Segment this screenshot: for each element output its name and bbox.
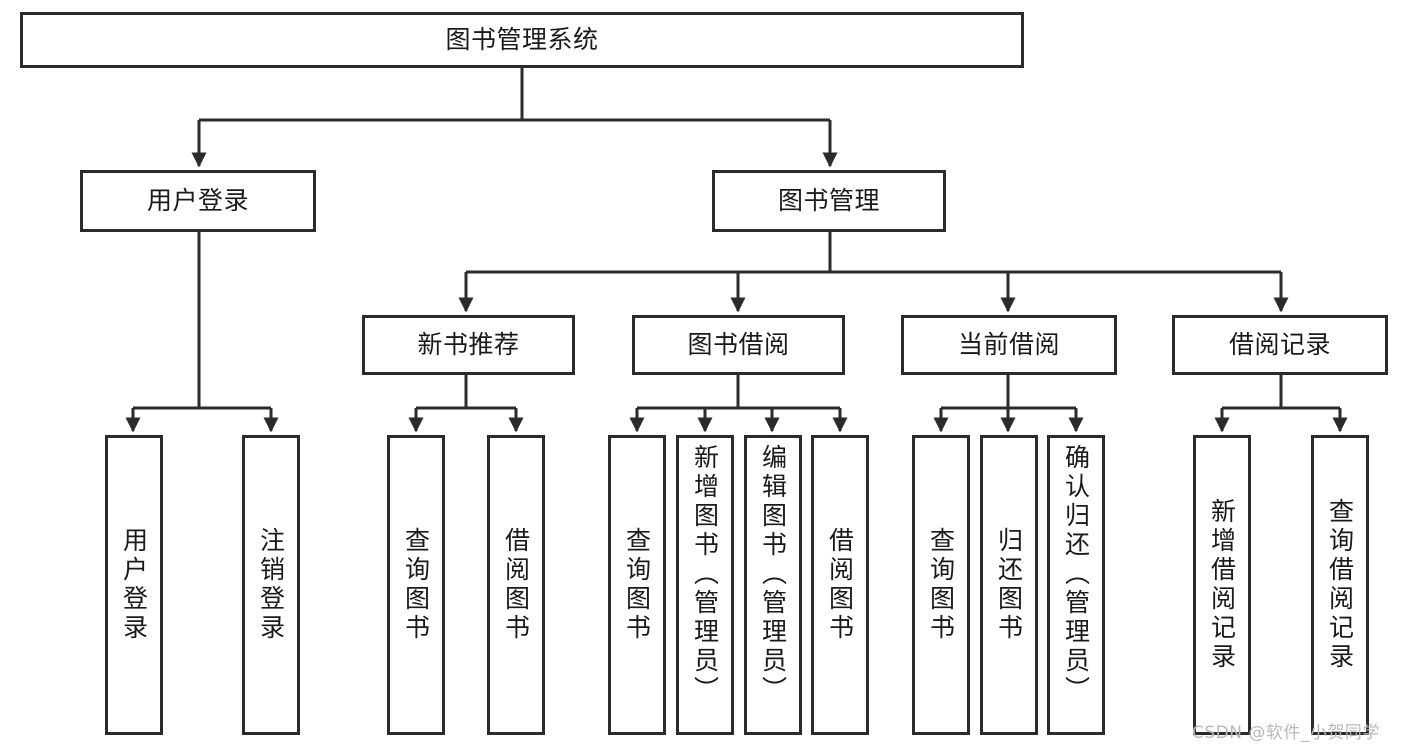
node-label: 归还图书 — [994, 527, 1024, 643]
node-label: 借阅记录 — [1228, 330, 1331, 360]
node-label: 新增图书（管理员） — [690, 444, 720, 705]
node-label: 新增借阅记录 — [1207, 498, 1237, 672]
node-book-borrow[interactable]: 图书借阅 — [632, 315, 845, 375]
node-label: 图书管理 — [777, 186, 880, 216]
node-label: 查询图书 — [926, 527, 956, 643]
node-current-borrow[interactable]: 当前借阅 — [901, 315, 1117, 375]
node-leaf-query-book-2[interactable]: 查询图书 — [608, 435, 666, 735]
node-label: 编辑图书（管理员） — [758, 444, 788, 705]
node-leaf-logout-login[interactable]: 注销登录 — [242, 435, 300, 735]
node-leaf-edit-book[interactable]: 编辑图书（管理员） — [744, 435, 802, 735]
node-leaf-borrow-book-1[interactable]: 借阅图书 — [487, 435, 545, 735]
node-label: 查询图书 — [401, 527, 431, 643]
node-label: 查询图书 — [622, 527, 652, 643]
node-user-login[interactable]: 用户登录 — [80, 170, 316, 232]
node-label: 确认归还（管理员） — [1061, 444, 1091, 705]
node-leaf-confirm-return[interactable]: 确认归还（管理员） — [1047, 435, 1105, 735]
csdn-watermark: CSDN @软件_小贺同学 — [1192, 723, 1380, 743]
node-label: 当前借阅 — [957, 330, 1060, 360]
node-leaf-return-book[interactable]: 归还图书 — [980, 435, 1038, 735]
node-leaf-query-book-3[interactable]: 查询图书 — [912, 435, 970, 735]
node-book-manage[interactable]: 图书管理 — [712, 170, 946, 232]
node-leaf-add-book[interactable]: 新增图书（管理员） — [676, 435, 734, 735]
node-label: 借阅图书 — [501, 527, 531, 643]
node-leaf-query-record[interactable]: 查询借阅记录 — [1311, 435, 1369, 735]
node-label: 新书推荐 — [417, 330, 520, 360]
node-label: 用户登录 — [146, 186, 249, 216]
node-label: 注销登录 — [256, 527, 286, 643]
node-leaf-query-book-1[interactable]: 查询图书 — [387, 435, 445, 735]
node-label: 借阅图书 — [825, 527, 855, 643]
node-leaf-user-login[interactable]: 用户登录 — [105, 435, 163, 735]
node-label: 查询借阅记录 — [1325, 498, 1355, 672]
node-label: 图书借阅 — [687, 330, 790, 360]
node-borrow-record[interactable]: 借阅记录 — [1172, 315, 1388, 375]
node-new-book-recommend[interactable]: 新书推荐 — [362, 315, 575, 375]
node-label: 图书管理系统 — [445, 25, 599, 55]
node-leaf-add-record[interactable]: 新增借阅记录 — [1193, 435, 1251, 735]
node-root-book-management-system[interactable]: 图书管理系统 — [20, 12, 1024, 68]
node-leaf-borrow-book-2[interactable]: 借阅图书 — [811, 435, 869, 735]
node-label: 用户登录 — [119, 527, 149, 643]
